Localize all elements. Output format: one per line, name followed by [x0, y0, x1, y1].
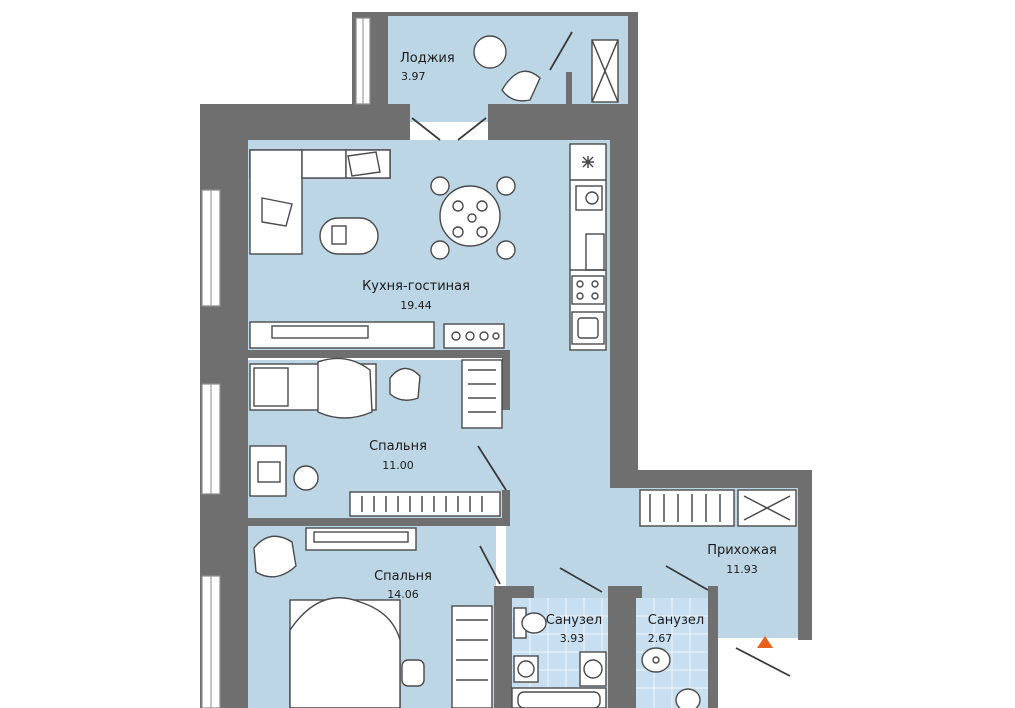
double-bed-icon: [289, 597, 401, 708]
loggia-partition: [566, 72, 572, 108]
wall-loggia-right: [628, 12, 638, 108]
wardrobe-icon: [461, 359, 503, 429]
wall-bedroom1-right: [502, 350, 510, 410]
sink-icon: [571, 311, 605, 345]
room-floor-corridor: [506, 354, 610, 584]
room-area-bedroom-1: 11.00: [382, 459, 414, 472]
doors: [411, 31, 791, 677]
wall-bath1-top: [494, 586, 534, 598]
slippers: [401, 659, 425, 687]
dining-table-icon: [430, 176, 516, 260]
chair-bedroom-1: [389, 367, 421, 401]
wall-right-kitchen: [610, 104, 638, 488]
toilet-icon: [513, 607, 547, 639]
wall-step: [610, 470, 810, 488]
room-name-kitchen-living: Кухня-гостиная: [362, 279, 470, 294]
sink-bathroom-1: [513, 655, 539, 683]
sofa-icon: [249, 149, 391, 255]
room-name-bathroom-1: Санузел: [546, 613, 602, 628]
wall-kitchen-bedroom: [248, 350, 510, 358]
windows: [201, 17, 371, 708]
door-bedroom-1: [477, 445, 507, 491]
door-bathroom-1: [559, 567, 603, 593]
wall-loggia-top: [352, 12, 638, 16]
furniture: [249, 35, 797, 708]
room-name-bedroom-2: Спальня: [374, 569, 432, 584]
room-name-hallway: Прихожая: [707, 543, 777, 558]
door-loggia-right: [457, 117, 487, 141]
room-floor-loggia: [388, 12, 628, 122]
sink-bathroom-2: [641, 647, 671, 673]
room-name-bathroom-2: Санузел: [648, 613, 704, 628]
door-bathroom-2: [665, 565, 709, 591]
room-name-bedroom-1: Спальня: [369, 439, 427, 454]
wall-bedroom1-right-lower: [502, 490, 510, 526]
wall-bedroom2-right: [494, 586, 512, 708]
wall-bath2-right: [708, 586, 718, 708]
wall-bath2-top: [608, 586, 642, 598]
loggia-chair: [501, 70, 541, 102]
bathtub-icon: [511, 687, 607, 708]
door-loggia-storage: [549, 31, 573, 71]
desk-chair: [293, 465, 319, 491]
hallway-wardrobe: [639, 489, 797, 527]
room-area-kitchen-living: 19.44: [400, 299, 432, 312]
chair-bedroom-2: [253, 535, 297, 578]
washing-machine: [579, 651, 607, 687]
door-bedroom-2: [479, 545, 501, 585]
room-area-bathroom-1: 3.93: [560, 632, 585, 645]
room-area-bedroom-2: 14.06: [387, 588, 419, 601]
room-area-hallway: 11.93: [726, 563, 758, 576]
room-area-bathroom-2: 2.67: [648, 632, 673, 645]
room-area-loggia: 3.97: [401, 70, 426, 83]
room-name-loggia: Лоджия: [400, 51, 455, 66]
coffee-table: [319, 217, 379, 255]
door-entrance: [735, 647, 791, 677]
room-floor-hallway-lower: [506, 584, 798, 598]
bed-icon: [249, 357, 377, 419]
wall-bath-divider: [608, 586, 636, 708]
wall-bedroom-bedroom: [248, 518, 510, 526]
loggia-table: [473, 35, 507, 69]
room-labels: Лоджия 3.97 Кухня-гостиная 19.44 Спальня…: [362, 51, 777, 645]
stove-icon: [571, 275, 605, 305]
wardrobe-bedroom-2: [451, 605, 493, 708]
bookshelf-bedroom-1: [349, 491, 501, 517]
toilet-bathroom-2: [675, 688, 701, 708]
room-floor-entry: [710, 598, 798, 638]
wall-right-hallway: [798, 470, 812, 640]
entrance-arrow-icon: [757, 636, 773, 648]
door-loggia-left: [411, 117, 441, 141]
wall-top-right: [488, 104, 628, 140]
